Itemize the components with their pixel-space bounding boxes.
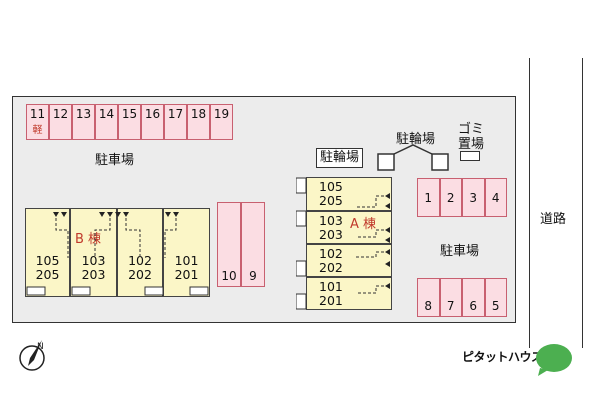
parking-space: 14 — [95, 104, 118, 140]
parking-space: 1 — [417, 178, 440, 217]
parking-space: 11 軽 — [26, 104, 49, 140]
north-compass-icon: N — [19, 340, 45, 371]
road-label: 道路 — [540, 212, 567, 227]
building-b-details — [26, 212, 209, 296]
parking-space: 5 — [484, 278, 507, 317]
parking-space: 6 — [462, 278, 485, 317]
parking-space: 13 — [72, 104, 95, 140]
road-edge-right — [582, 58, 583, 348]
parking-row-right-bottom: 8 7 6 5 — [417, 278, 507, 317]
parking-space: 15 — [118, 104, 141, 140]
parking-space: 17 — [164, 104, 187, 140]
parking-space: 2 — [439, 178, 462, 217]
parking-space: 3 — [462, 178, 485, 217]
parking-space: 4 — [484, 178, 507, 217]
parking-space: 12 — [49, 104, 72, 140]
parking-label-top: 駐車場 — [95, 153, 135, 168]
bike-shed-icon — [377, 144, 449, 171]
brand-logo-text: ピタットハウス — [462, 350, 543, 364]
bike-shed-label: 駐輪場 — [396, 132, 436, 147]
building-a-label: A 棟 — [350, 217, 377, 232]
parking-row-top: 11 軽 12 13 14 15 16 17 18 19 — [26, 104, 233, 140]
brand-logo-icon — [536, 344, 572, 376]
road-edge-left — [529, 58, 530, 348]
parking-space: 19 — [210, 104, 233, 140]
garbage-label: ゴミ 置場 — [458, 122, 485, 152]
kei-label: 軽 — [32, 125, 43, 136]
garbage-box — [460, 151, 480, 161]
parking-label-right: 駐車場 — [440, 244, 480, 259]
parking-space: 9 — [241, 202, 265, 287]
building-a-details — [296, 177, 390, 310]
parking-row-mid: 10 9 — [217, 202, 265, 287]
parking-space: 7 — [439, 278, 462, 317]
parking-space: 18 — [187, 104, 210, 140]
bike-parking-box-label: 駐輪場 — [316, 148, 364, 168]
svg-text:N: N — [37, 342, 44, 352]
parking-row-right-top: 1 2 3 4 — [417, 178, 507, 217]
parking-space: 8 — [417, 278, 440, 317]
parking-space: 16 — [141, 104, 164, 140]
parking-space: 10 — [217, 202, 241, 287]
